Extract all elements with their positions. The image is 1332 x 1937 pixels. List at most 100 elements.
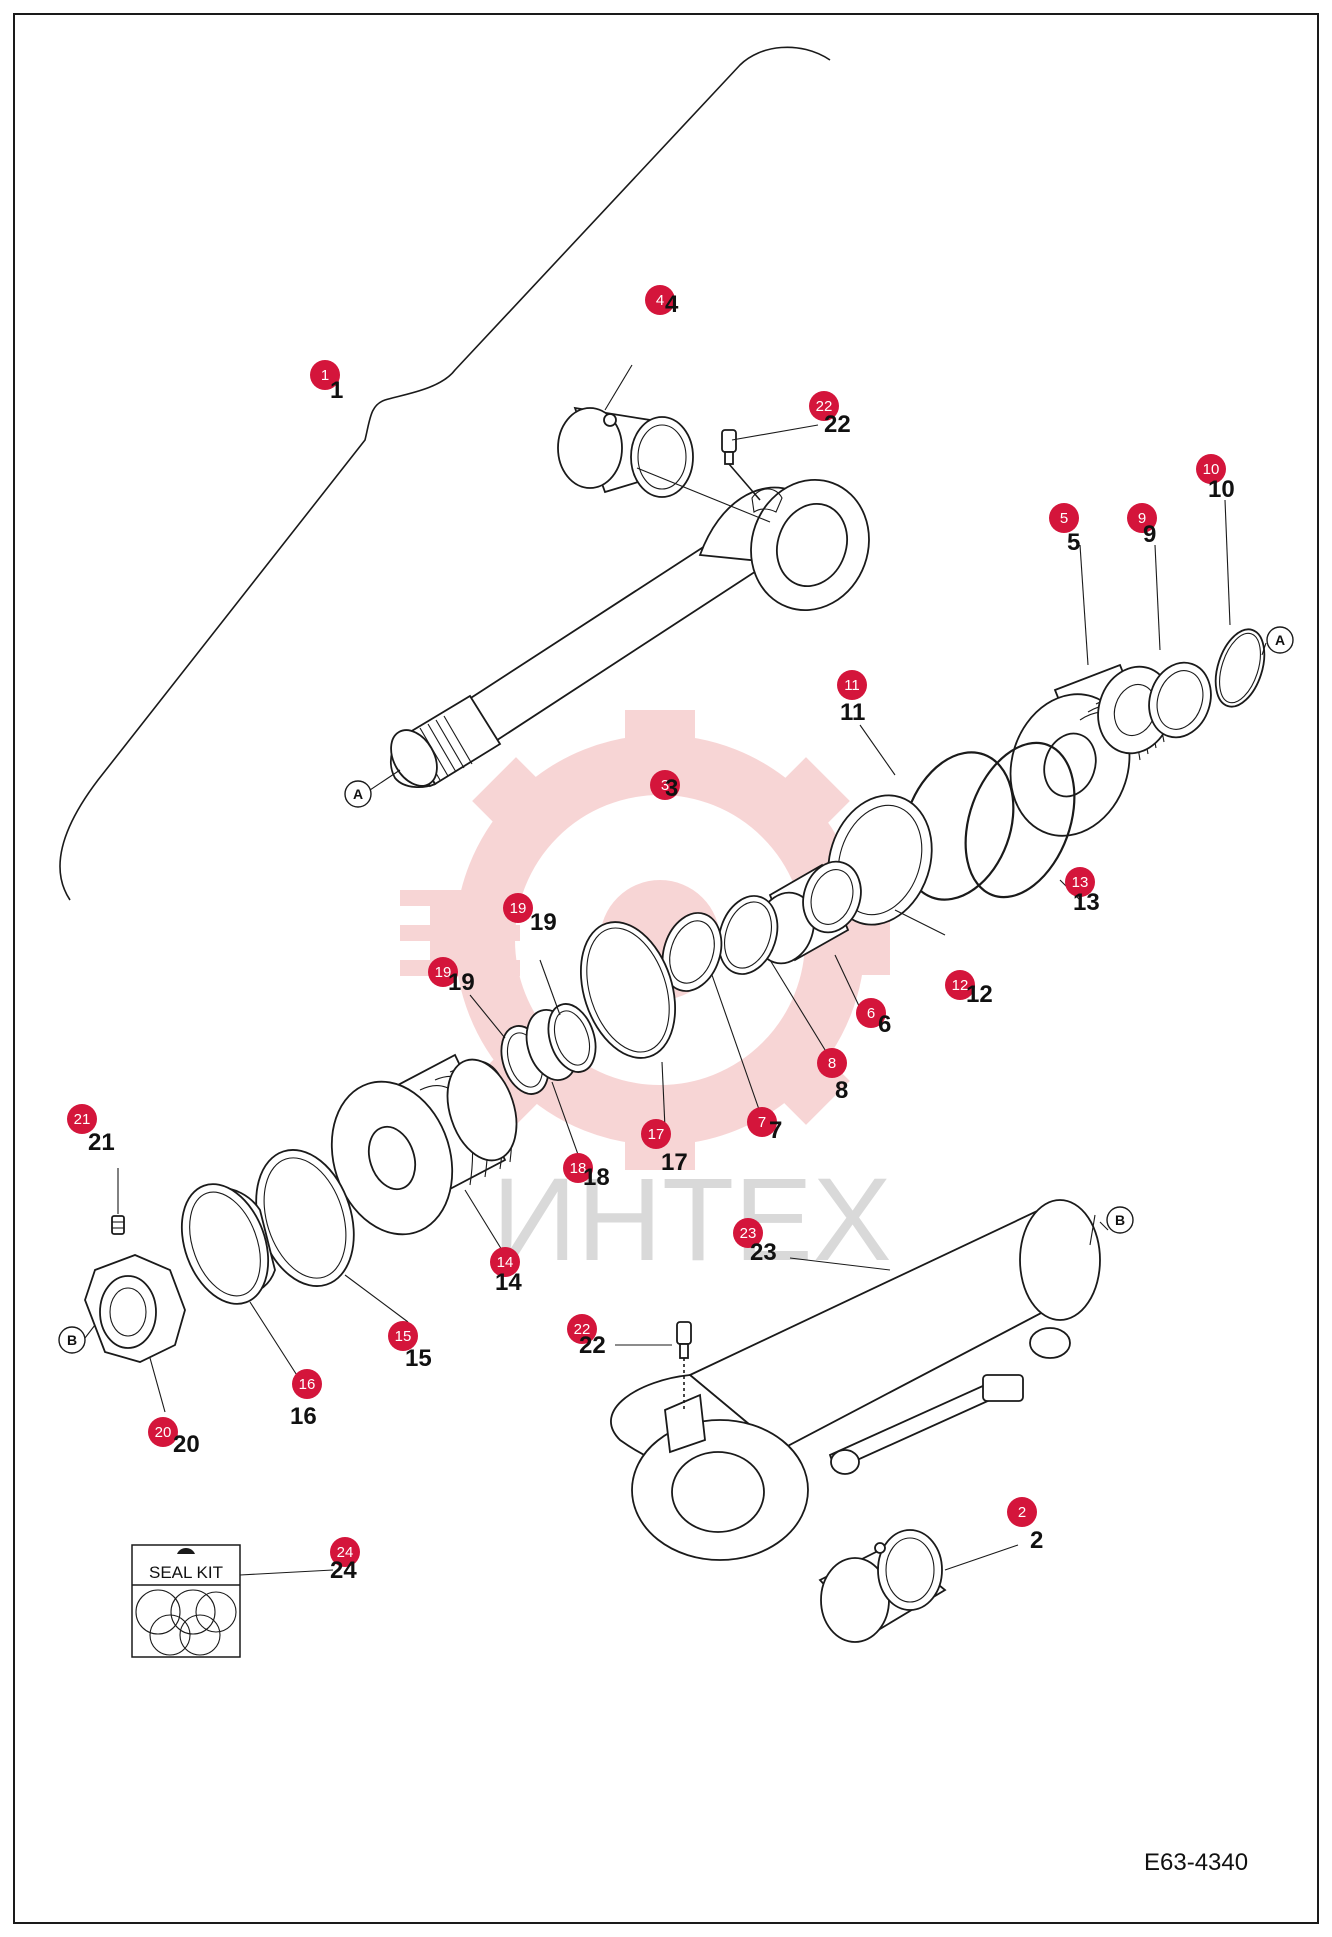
svg-text:9: 9 — [1143, 521, 1156, 548]
svg-text:23: 23 — [750, 1239, 777, 1266]
watermark-text: ИНТЕХ — [492, 1154, 892, 1286]
svg-text:24: 24 — [337, 1544, 354, 1561]
ring-7 — [661, 912, 723, 992]
svg-text:5: 5 — [1060, 510, 1068, 527]
svg-text:5: 5 — [1067, 529, 1080, 556]
ref-marker-a-right: A — [1266, 626, 1294, 654]
svg-text:15: 15 — [405, 1345, 432, 1372]
svg-text:11: 11 — [844, 677, 860, 694]
svg-text:18: 18 — [583, 1164, 610, 1191]
piston-14 — [330, 1053, 518, 1236]
svg-text:2: 2 — [1018, 1504, 1026, 1521]
oring-13 — [964, 741, 1076, 899]
callout-2: 22 — [1007, 1497, 1043, 1554]
svg-text:21: 21 — [74, 1111, 91, 1128]
assembly-bracket — [59, 46, 831, 901]
svg-text:10: 10 — [1208, 476, 1235, 503]
svg-text:19: 19 — [435, 964, 452, 981]
svg-text:8: 8 — [828, 1055, 836, 1072]
svg-text:4: 4 — [665, 291, 679, 318]
svg-text:22: 22 — [824, 411, 851, 438]
pin-2 — [818, 1529, 947, 1643]
diagram-frame — [13, 13, 1319, 1924]
svg-text:7: 7 — [769, 1117, 782, 1144]
seal-kit-label: SEAL KIT — [149, 1563, 223, 1582]
svg-text:13: 13 — [1073, 889, 1100, 916]
svg-text:13: 13 — [1072, 874, 1089, 891]
barrel-23 — [610, 1199, 1101, 1561]
svg-text:21: 21 — [88, 1129, 115, 1156]
svg-text:1: 1 — [321, 367, 329, 384]
svg-text:18: 18 — [570, 1160, 587, 1177]
callout-3: 33 — [650, 770, 680, 802]
callout-1: 11 — [310, 360, 343, 404]
grease-fitting-top — [721, 429, 761, 501]
svg-text:16: 16 — [299, 1376, 316, 1393]
grease-fitting-bottom — [676, 1321, 692, 1410]
svg-text:B: B — [1115, 1212, 1125, 1228]
svg-text:19: 19 — [510, 900, 527, 917]
svg-text:4: 4 — [656, 292, 664, 309]
svg-text:17: 17 — [648, 1126, 665, 1143]
ref-marker-b-left: B — [58, 1326, 86, 1354]
svg-text:1: 1 — [330, 377, 343, 404]
svg-text:A: A — [1275, 632, 1285, 648]
svg-text:6: 6 — [867, 1005, 875, 1022]
svg-text:10: 10 — [1203, 461, 1220, 478]
svg-text:12: 12 — [952, 977, 969, 994]
svg-text:14: 14 — [497, 1254, 514, 1271]
svg-text:6: 6 — [878, 1011, 891, 1038]
svg-text:23: 23 — [740, 1225, 757, 1242]
ring-17 — [579, 921, 677, 1059]
nut-20 — [84, 1254, 186, 1363]
svg-text:19: 19 — [448, 969, 475, 996]
leader-lines — [84, 364, 1267, 1576]
piston-rod — [390, 478, 870, 788]
svg-text:A: A — [353, 786, 363, 802]
svg-text:22: 22 — [579, 1332, 606, 1359]
svg-text:7: 7 — [758, 1114, 766, 1131]
svg-text:8: 8 — [835, 1077, 848, 1104]
set-screw-21 — [111, 1215, 125, 1235]
svg-text:17: 17 — [661, 1149, 688, 1176]
seal-kit-box — [131, 1544, 241, 1658]
drawing-number: E63-4340 — [1144, 1849, 1248, 1876]
svg-text:15: 15 — [395, 1328, 412, 1345]
svg-text:22: 22 — [816, 398, 833, 415]
svg-text:3: 3 — [661, 777, 669, 794]
svg-text:20: 20 — [173, 1431, 200, 1458]
svg-text:12: 12 — [966, 981, 993, 1008]
pin-4 — [557, 406, 694, 498]
ring-10 — [1214, 628, 1266, 708]
svg-text:22: 22 — [574, 1321, 591, 1338]
svg-text:B: B — [67, 1332, 77, 1348]
callout-8: 88 — [817, 1048, 848, 1104]
svg-text:19: 19 — [530, 909, 557, 936]
ref-marker-a-left: A — [344, 780, 372, 808]
svg-text:20: 20 — [155, 1424, 172, 1441]
callout-9: 99 — [1127, 503, 1157, 548]
ring-16 — [180, 1183, 276, 1305]
svg-text:14: 14 — [495, 1269, 522, 1296]
ring-19b — [547, 1003, 597, 1073]
svg-text:3: 3 — [665, 775, 678, 802]
